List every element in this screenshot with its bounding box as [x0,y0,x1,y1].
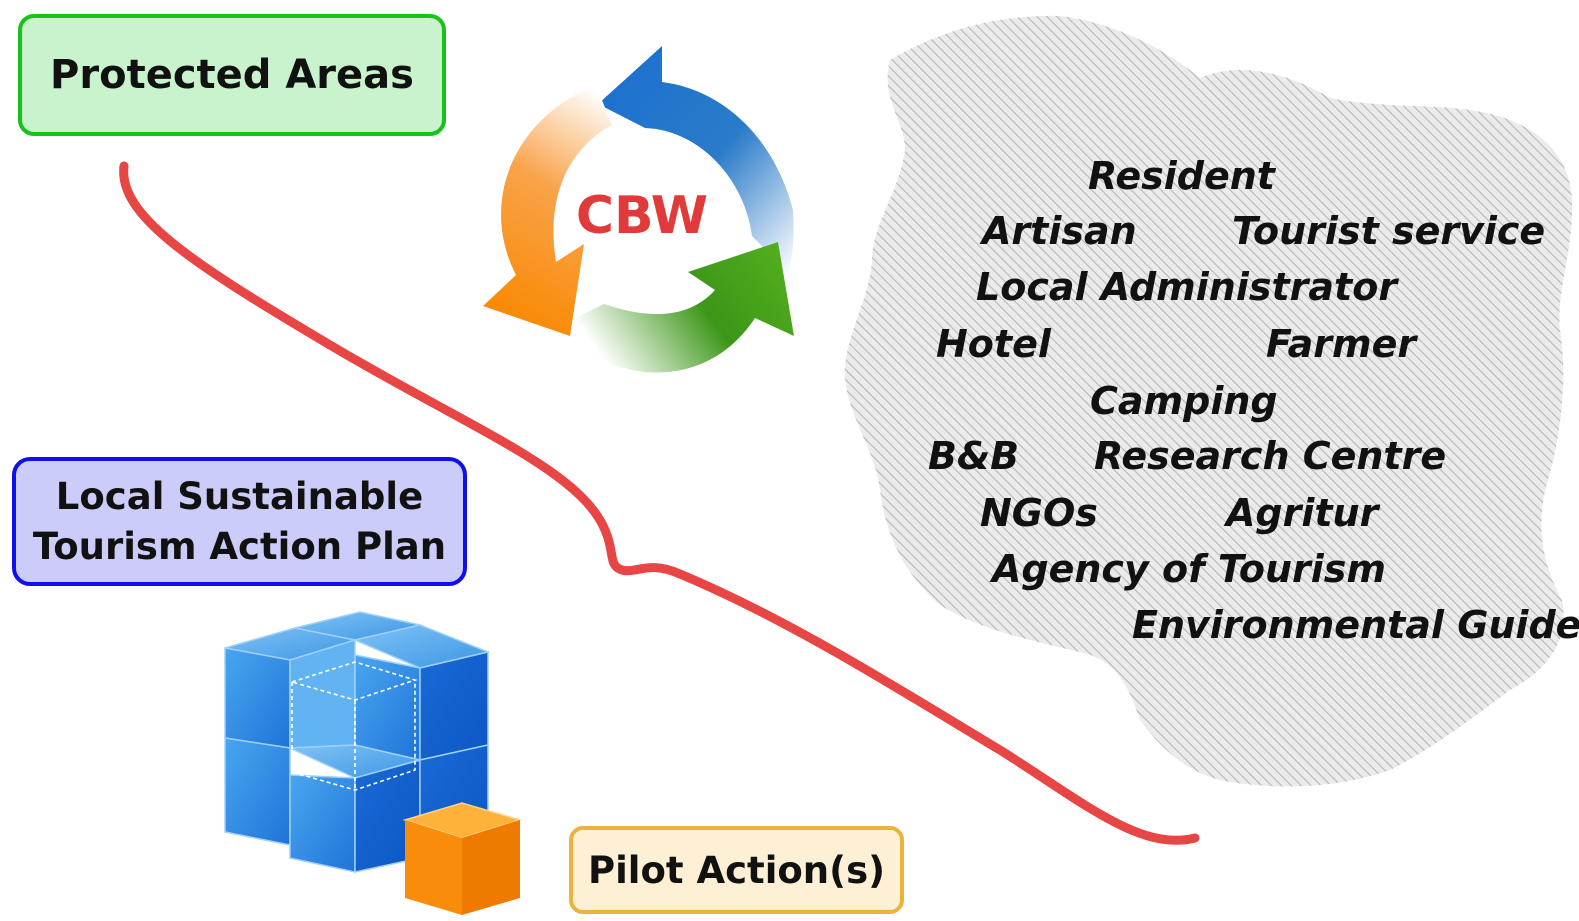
stakeholder-tourist-service: Tourist service [1232,209,1546,253]
local-sustainable-tourism-action-plan-box: Local Sustainable Tourism Action Plan [12,457,467,586]
stakeholder-ngos: NGOs [980,491,1098,535]
stakeholder-bnb: B&B [928,434,1020,478]
cycle-label: CBW [575,186,709,246]
stakeholder-research-centre: Research Centre [1094,434,1447,478]
protected-areas-box: Protected Areas [18,14,446,136]
stakeholder-farmer: Farmer [1266,322,1417,366]
stakeholder-hotel: Hotel [936,322,1051,366]
stakeholder-agency-of-tourism: Agency of Tourism [992,547,1386,591]
stakeholder-camping: Camping [1090,379,1278,423]
stakeholder-resident: Resident [1088,154,1275,198]
pilot-actions-label: Pilot Action(s) [587,848,885,892]
stakeholder-local-administrator: Local Administrator [976,265,1398,309]
lstap-label-line1: Local Sustainable [55,474,424,518]
stakeholder-agritur: Agritur [1226,491,1379,535]
stakeholder-artisan: Artisan [982,209,1137,253]
stakeholder-environmental-guide: Environmental Guide [1132,603,1579,647]
protected-areas-label: Protected Areas [50,52,414,98]
pilot-actions-box: Pilot Action(s) [569,826,904,914]
lstap-label-line2: Tourism Action Plan [32,524,447,568]
